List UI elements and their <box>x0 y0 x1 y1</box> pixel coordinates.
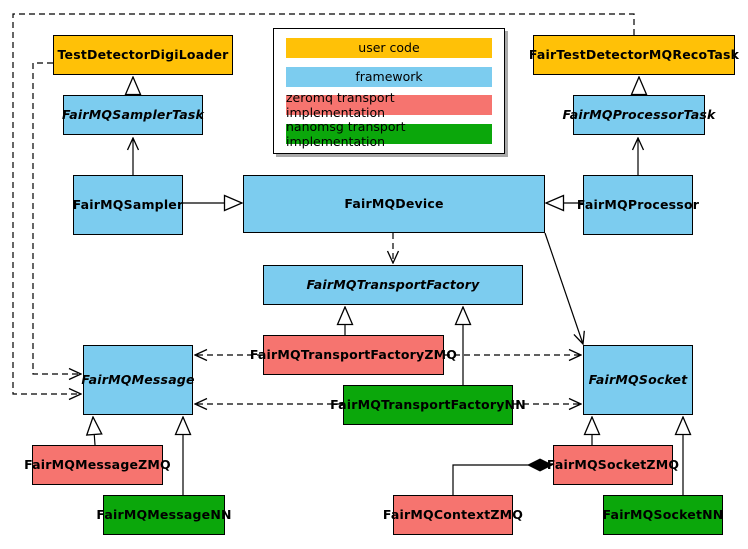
node-fairmq-transport-factory: FairMQTransportFactory <box>263 265 523 305</box>
edge-contextzmq-to-socketzmq <box>452 465 552 495</box>
node-fairmq-socket-nn: FairMQSocketNN <box>603 495 723 535</box>
edge-recotask-to-message <box>12 13 635 394</box>
node-fair-test-detector-mq-reco-task: FairTestDetectorMQRecoTask <box>529 35 739 75</box>
legend-item-zeromq: zeromq transport implementation <box>286 90 492 120</box>
node-fairmq-socket-zmq: FairMQSocketZMQ <box>547 445 679 485</box>
node-fairmq-message-nn: FairMQMessageNN <box>96 495 231 535</box>
legend-item-framework: framework <box>286 66 492 87</box>
node-fairmq-message: FairMQMessage <box>81 345 194 415</box>
node-fairmq-sampler-task: FairMQSamplerTask <box>62 95 204 135</box>
node-fairmq-transport-factory-zmq: FairMQTransportFactoryZMQ <box>250 335 457 375</box>
node-fairmq-transport-factory-nn: FairMQTransportFactoryNN <box>330 385 526 425</box>
node-fairmq-sampler: FairMQSampler <box>73 175 183 235</box>
legend-box: user code framework zeromq transport imp… <box>273 28 505 154</box>
node-fairmq-context-zmq: FairMQContextZMQ <box>383 495 523 535</box>
edge-device-to-socket <box>544 232 583 344</box>
edge-digiloader-to-message <box>32 62 81 374</box>
node-fairmq-message-zmq: FairMQMessageZMQ <box>24 445 171 485</box>
node-fairmq-socket: FairMQSocket <box>583 345 693 415</box>
node-fairmq-processor: FairMQProcessor <box>577 175 699 235</box>
node-fairmq-processor-task: FairMQProcessorTask <box>562 95 715 135</box>
legend-item-user-code: user code <box>286 37 492 58</box>
legend-item-nanomsg: nanomsg transport implementation <box>286 119 492 149</box>
node-test-detector-digi-loader: TestDetectorDigiLoader <box>53 35 233 75</box>
node-fairmq-device: FairMQDevice <box>243 175 545 233</box>
edge-messagezmq-to-message <box>93 417 95 446</box>
